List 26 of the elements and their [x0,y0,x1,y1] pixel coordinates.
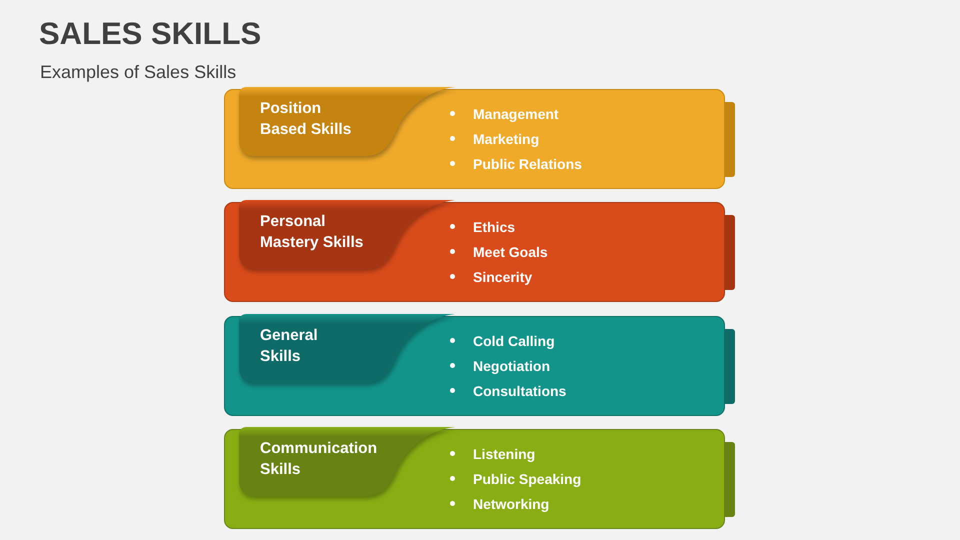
list-item: Management [473,104,559,122]
category-tab [239,200,455,270]
skill-band [224,316,725,416]
list-item: Sincerity [473,268,532,286]
list-item: Negotiation [473,356,550,374]
tab-heading: Communication Skills [260,439,378,480]
list-item: Marketing [473,130,540,148]
skill-band [224,89,725,189]
list-item: Listening [473,444,536,462]
list-item: Public Speaking [473,470,582,488]
tab-heading: General Skills [260,326,319,367]
list-item: Public Relations [473,154,582,172]
skill-band [224,202,725,302]
tab-heading: Position Based Skills [260,99,352,140]
list-item: Meet Goals [473,242,548,260]
list-item: Consultations [473,382,566,400]
category-tab [239,314,455,384]
tab-heading: Personal Mastery Skills [260,212,364,253]
list-item: Ethics [473,218,516,236]
category-tab [239,87,455,157]
category-tab [239,427,455,497]
page-title: SALES SKILLS [39,15,262,52]
list-item: Networking [473,494,550,512]
page-subtitle: Examples of Sales Skills [40,61,236,84]
list-item: Cold Calling [473,332,555,350]
skill-band [224,429,725,529]
